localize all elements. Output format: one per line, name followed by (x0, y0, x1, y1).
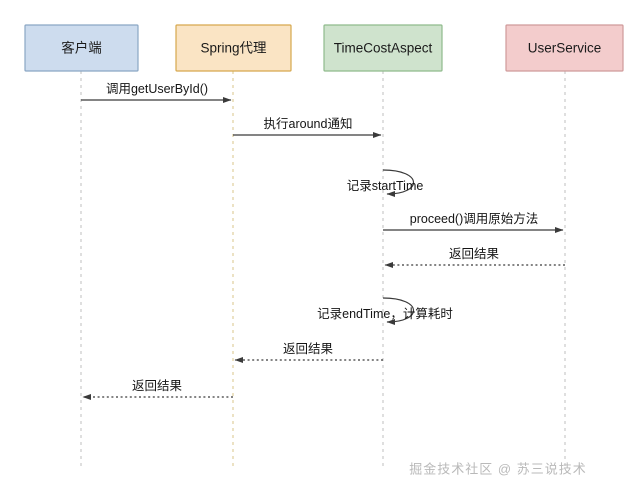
message-label: 返回结果 (283, 342, 334, 356)
message-label: 记录endTime，计算耗时 (317, 306, 453, 321)
message-label: 返回结果 (132, 379, 183, 393)
participant-label: TimeCostAspect (334, 41, 433, 56)
participant-label: 客户端 (61, 40, 102, 56)
participant-box (175, 24, 292, 72)
message-label: 调用getUserById() (106, 82, 208, 96)
message-msg-return-result-client[interactable]: 返回结果 (82, 379, 233, 401)
participant-box (24, 24, 139, 72)
message-msg-return-result-userservice[interactable]: 返回结果 (384, 247, 565, 269)
message-label: 返回结果 (449, 247, 500, 261)
participant-client[interactable]: 客户端 (24, 24, 139, 72)
message-self-loop (382, 297, 415, 325)
participant-box (323, 24, 443, 72)
participant-userservice[interactable]: UserService (505, 24, 624, 72)
message-label: 记录startTime (347, 179, 424, 193)
message-msg-execute-around-advice[interactable]: 执行around通知 (233, 117, 382, 138)
message-label: proceed()调用原始方法 (410, 211, 539, 226)
watermark-label: 掘金技术社区 @ 苏三说技术 (409, 461, 586, 476)
participant-box (505, 24, 624, 72)
participants-group: 客户端 Spring代理 TimeCostAspect UserService (24, 24, 624, 72)
message-msg-record-starttime[interactable]: 记录startTime (347, 169, 424, 197)
watermark: 掘金技术社区 @ 苏三说技术 (409, 461, 586, 476)
message-msg-call-getuserbyid[interactable]: 调用getUserById() (81, 82, 232, 103)
message-msg-record-endtime[interactable]: 记录endTime，计算耗时 (317, 297, 453, 325)
participant-spring-proxy[interactable]: Spring代理 (175, 24, 292, 72)
participant-timecostaspect[interactable]: TimeCostAspect (323, 24, 443, 72)
message-msg-proceed-original-method[interactable]: proceed()调用原始方法 (383, 211, 564, 233)
participant-label: Spring代理 (200, 41, 267, 56)
message-msg-return-result-aspect[interactable]: 返回结果 (234, 342, 383, 364)
message-self-loop (382, 169, 415, 197)
message-label: 执行around通知 (264, 117, 353, 131)
participant-label: UserService (528, 41, 602, 56)
